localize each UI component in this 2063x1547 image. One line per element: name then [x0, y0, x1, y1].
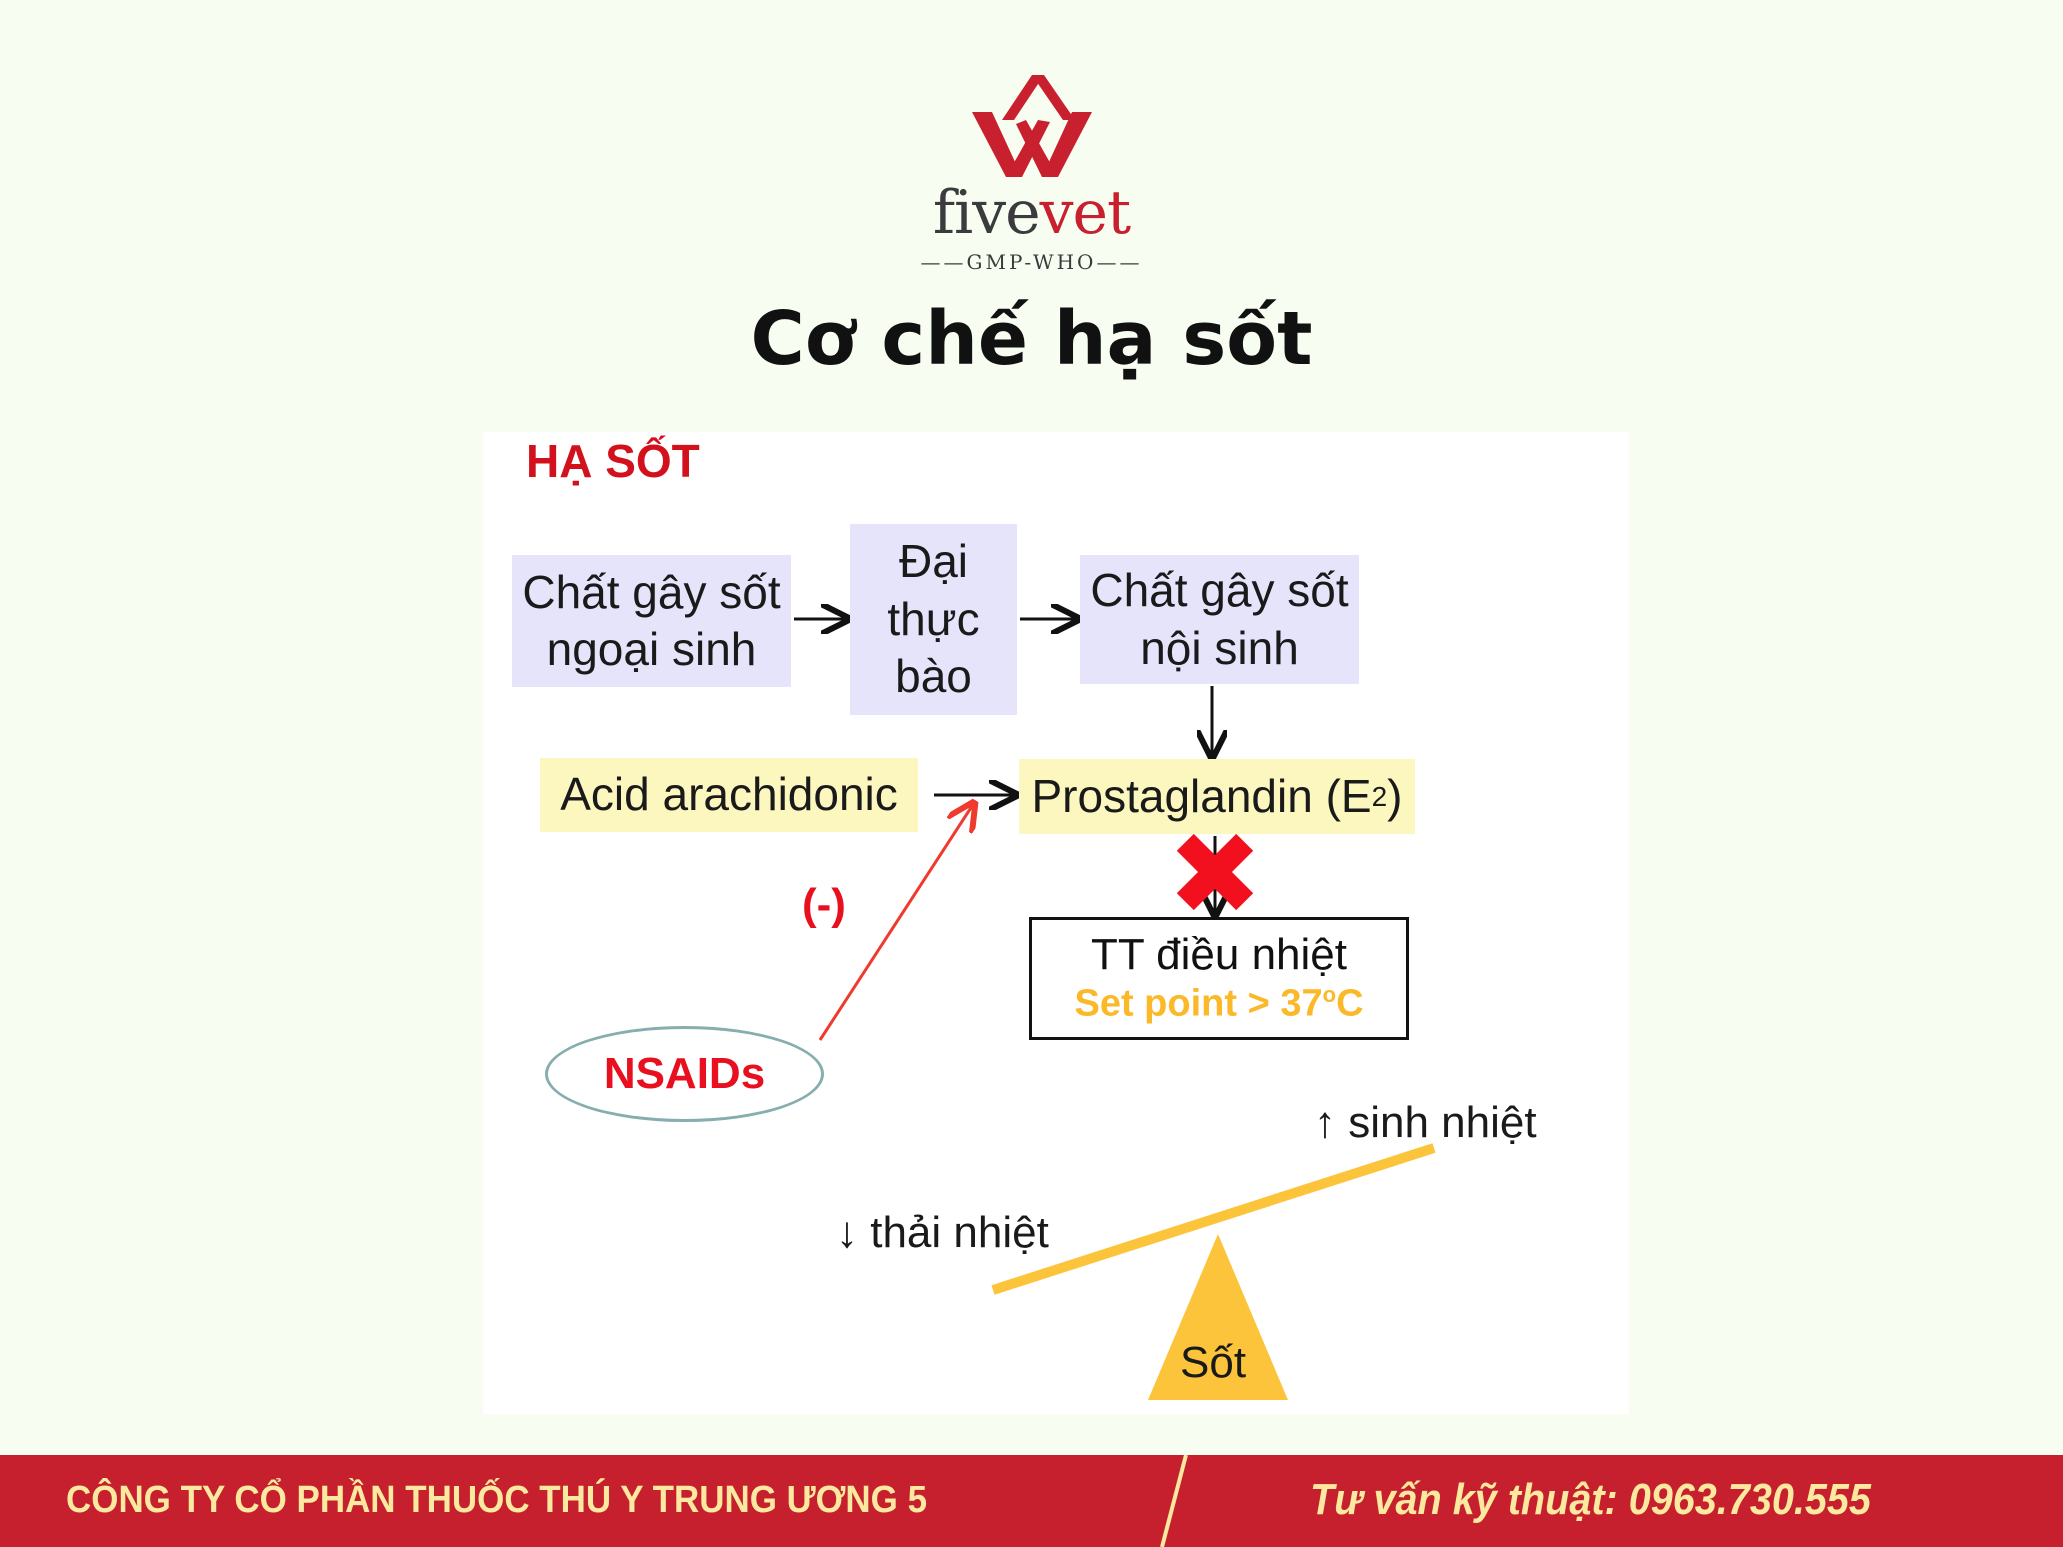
nsaids-inhibition-line: [818, 803, 974, 1041]
set-point-text: Set point > 37: [1074, 982, 1323, 1025]
endogenous-pyrogen-box: Chất gây sốt nội sinh: [1080, 555, 1359, 684]
prostaglandin-text: Prostaglandin (E: [1031, 769, 1372, 822]
block-x-icon: [1176, 833, 1254, 911]
exogenous-pyrogen-box: Chất gây sốt ngoại sinh: [512, 555, 791, 687]
fivevet-logo-mark-icon: [972, 75, 1092, 177]
seesaw-beam: [991, 1143, 1436, 1295]
macrophage-box: Đại thực bào: [850, 524, 1017, 715]
brand-name-dark: five: [932, 178, 1041, 248]
prostaglandin-suffix: ): [1387, 769, 1403, 822]
brand-name-red: vet: [1039, 178, 1132, 248]
inhibition-label: (-): [802, 880, 846, 929]
brand-tagline: ——GMP-WHO——: [920, 250, 1143, 274]
set-point-label: Set point > 37oC: [1032, 982, 1406, 1026]
nsaids-ellipse: NSAIDs: [545, 1026, 824, 1122]
thermoregulation-center-box: TT điều nhiệt Set point > 37oC: [1029, 917, 1409, 1040]
diagram-heading: HẠ SỐT: [526, 435, 700, 487]
thermo-center-label: TT điều nhiệt: [1090, 930, 1347, 979]
tagline-text: GMP-WHO: [966, 250, 1097, 274]
company-name: CÔNG TY CỔ PHẦN THUỐC THÚ Y TRUNG ƯƠNG 5: [66, 1479, 928, 1521]
set-point-unit: C: [1336, 982, 1364, 1025]
brand-name: fivevet: [0, 178, 2063, 248]
footer-divider: [1160, 1455, 1188, 1547]
prostaglandin-subscript: 2: [1371, 781, 1388, 812]
seesaw-fulcrum: [1148, 1234, 1288, 1400]
degree-sup: o: [1322, 982, 1337, 1007]
heat-loss-label: ↓ thải nhiệt: [836, 1208, 1049, 1257]
arachidonic-acid-box: Acid arachidonic: [540, 758, 918, 832]
heat-production-label: ↑ sinh nhiệt: [1314, 1098, 1537, 1147]
fever-label: Sốt: [1180, 1338, 1247, 1387]
page-title: Cơ chế hạ sốt: [750, 296, 1313, 382]
footer-bar: CÔNG TY CỔ PHẦN THUỐC THÚ Y TRUNG ƯƠNG 5…: [0, 1455, 2063, 1547]
hotline-text: Tư vấn kỹ thuật: 0963.730.555: [1310, 1475, 1871, 1524]
